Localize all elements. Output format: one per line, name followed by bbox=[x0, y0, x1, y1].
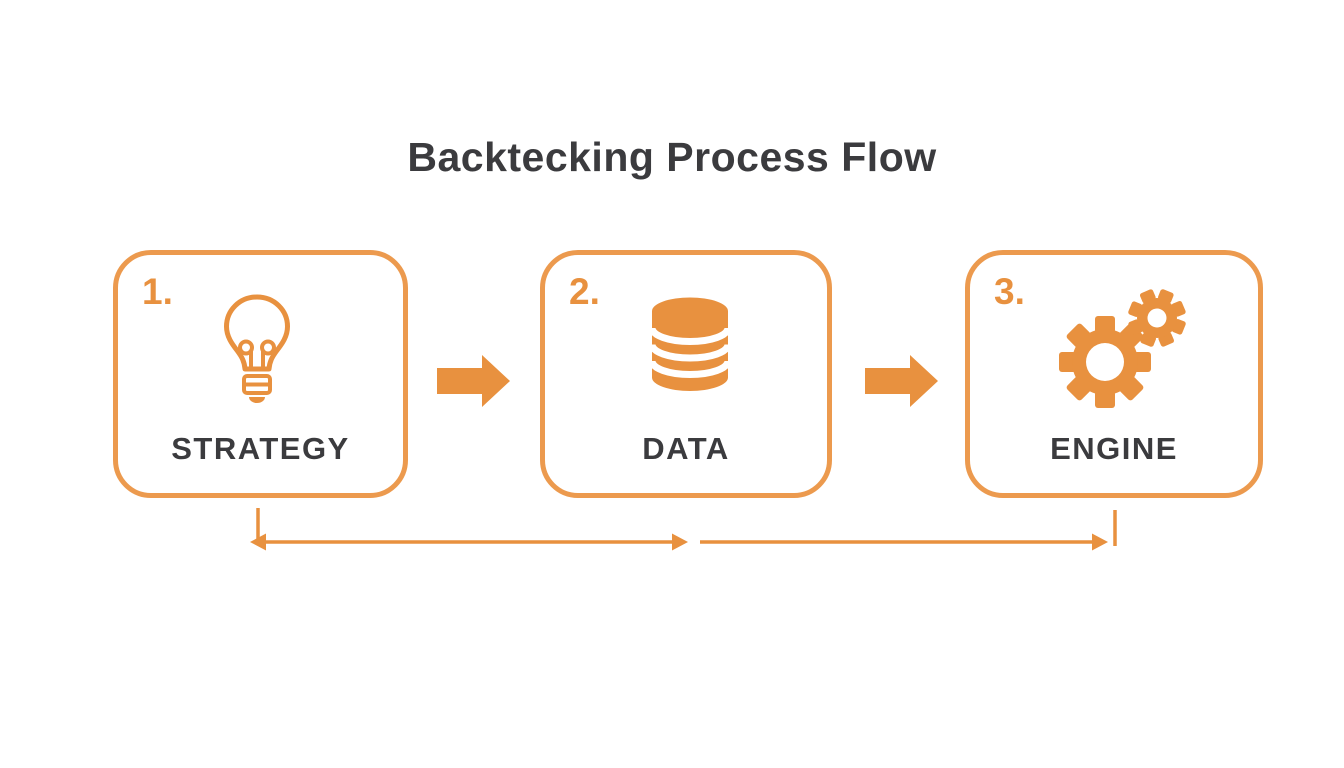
step-number: 1. bbox=[142, 271, 173, 312]
step-box-strategy: 1. STRATEGY bbox=[113, 250, 408, 498]
database-icon bbox=[648, 296, 732, 393]
step-box-data: 2. DATA bbox=[540, 250, 832, 498]
step-label: ENGINE bbox=[1050, 431, 1178, 466]
step-box-engine: 3. bbox=[965, 250, 1263, 498]
step-label: DATA bbox=[642, 431, 730, 466]
step-number: 3. bbox=[994, 271, 1025, 312]
gears-icon bbox=[1053, 288, 1188, 415]
bottom-connector-line bbox=[250, 508, 1117, 551]
arrow-right-icon bbox=[865, 355, 938, 408]
step-label: STRATEGY bbox=[171, 431, 350, 466]
diagram-title: Backtecking Process Flow bbox=[407, 134, 937, 180]
lightbulb-icon bbox=[219, 292, 295, 404]
arrow-right-icon bbox=[437, 355, 510, 408]
step-number: 2. bbox=[569, 271, 600, 312]
